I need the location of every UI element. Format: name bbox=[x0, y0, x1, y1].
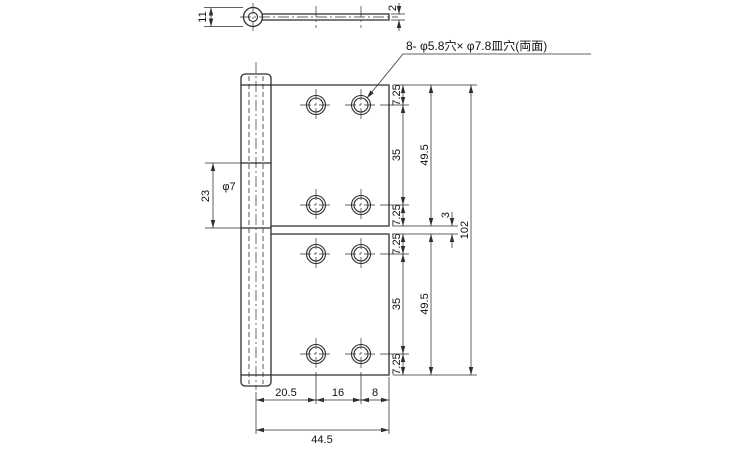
dim-text-bottom-0: 20.5 bbox=[275, 387, 296, 399]
dim-text-upper-leaf-height: 49.5 bbox=[419, 144, 431, 165]
dim-text-bottom-2: 8 bbox=[372, 387, 378, 399]
hole-7 bbox=[300, 338, 332, 370]
dim-text-chain-0: 7.25 bbox=[391, 84, 403, 105]
hole-5 bbox=[300, 238, 332, 270]
upper-leaf-outline bbox=[270, 84, 390, 227]
hole-note-leader bbox=[366, 53, 591, 99]
hole-1 bbox=[300, 89, 332, 121]
dim-barrel-diameter: 11 bbox=[197, 7, 243, 27]
hole-note: 8- φ5.8穴× φ7.8皿穴(両面) bbox=[366, 38, 591, 99]
dim-text-leaf-thickness: 2 bbox=[387, 5, 399, 11]
hole-2 bbox=[345, 89, 377, 121]
hole-4 bbox=[345, 189, 377, 221]
dim-right: 7.25 35 7.25 7.25 35 7.25 49.5 49.5 3 10… bbox=[380, 84, 477, 376]
dim-text-chain-2: 7.25 bbox=[391, 204, 403, 225]
hole-note-text: 8- φ5.8穴× φ7.8皿穴(両面) bbox=[406, 38, 547, 53]
dim-text-knuckle-length: 23 bbox=[200, 190, 212, 202]
top-view bbox=[240, 3, 398, 31]
dim-text-chain-1: 35 bbox=[391, 149, 403, 161]
dim-left: 23 φ7 bbox=[200, 162, 241, 229]
lower-leaf-outline bbox=[270, 233, 390, 376]
dim-text-barrel-diameter: 11 bbox=[197, 11, 209, 22]
hole-3 bbox=[300, 189, 332, 221]
dim-text-center-gap: 3 bbox=[440, 212, 452, 218]
dim-leaf-thickness: 2 bbox=[387, 3, 405, 31]
dim-text-total-width: 44.5 bbox=[311, 434, 332, 446]
front-view bbox=[240, 62, 390, 390]
hole-6 bbox=[345, 238, 377, 270]
dim-text-chain-5: 7.25 bbox=[391, 353, 403, 374]
dim-text-pin-hole-diameter: φ7 bbox=[222, 181, 235, 193]
dim-bottom: 20.5 16 8 44.5 bbox=[255, 372, 390, 446]
dim-text-total-height: 102 bbox=[459, 221, 471, 239]
dim-text-bottom-1: 16 bbox=[332, 387, 344, 399]
dim-text-chain-4: 35 bbox=[391, 298, 403, 310]
hole-8 bbox=[345, 338, 377, 370]
dim-text-lower-leaf-height: 49.5 bbox=[419, 293, 431, 314]
dim-text-chain-3: 7.25 bbox=[391, 233, 403, 254]
